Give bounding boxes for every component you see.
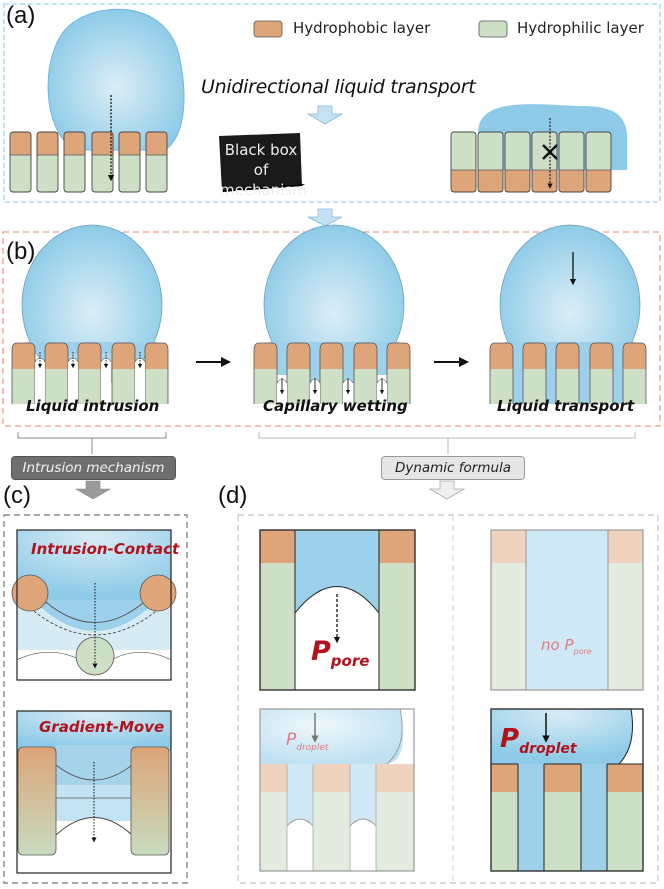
black-box xyxy=(219,133,305,192)
pillar xyxy=(589,342,614,404)
pillar xyxy=(145,131,168,193)
pillar xyxy=(489,342,514,404)
intrusion-contact-diagram xyxy=(11,529,177,681)
stage-diagram-1 xyxy=(11,224,169,404)
pillar xyxy=(77,342,102,404)
pillar xyxy=(36,131,59,193)
pillar xyxy=(585,131,612,193)
p-droplet-diagram xyxy=(490,708,644,872)
pillar xyxy=(555,342,580,404)
panel-a-right-membrane xyxy=(450,131,612,193)
panel-a-down-arrow xyxy=(306,105,344,125)
panel-b-label: (b) xyxy=(6,238,36,265)
panel-a-label: (a) xyxy=(6,2,36,29)
legend-swatch-hydrophilic xyxy=(478,20,508,38)
pillar xyxy=(144,342,169,404)
d-down-arrow xyxy=(428,480,466,500)
gradient-move-title: Gradient-Move xyxy=(39,718,165,736)
gradient-move-diagram xyxy=(16,710,172,874)
stage-label-transport: Liquid transport xyxy=(497,397,635,415)
pillar xyxy=(353,342,378,404)
panel-d-label: (d) xyxy=(218,482,248,509)
panel-c-frame xyxy=(3,514,188,884)
stage-diagram-2 xyxy=(253,224,411,404)
pillar xyxy=(11,342,36,404)
dynamic-formula-tag: Dynamic formula xyxy=(381,456,525,480)
bracket-intrusion xyxy=(17,432,167,454)
c-down-arrow xyxy=(74,480,112,500)
stage-label-intrusion: Liquid intrusion xyxy=(26,397,160,415)
blocked-x-icon xyxy=(542,144,558,160)
p-droplet-faded-main: P xyxy=(286,730,297,750)
intrusion-contact-title: Intrusion-Contact xyxy=(31,540,180,558)
legend-hydrophobic-label: Hydrophobic layer xyxy=(293,19,431,37)
stage-diagram-3 xyxy=(489,224,647,404)
p-droplet-faded-label: Pdroplet xyxy=(286,730,328,753)
no-p-pore-main: no P xyxy=(541,636,574,654)
pillar xyxy=(63,131,86,193)
p-droplet-faded-sub: droplet xyxy=(296,743,329,753)
pillar xyxy=(111,342,136,404)
p-droplet-sub: droplet xyxy=(519,741,577,757)
pillar xyxy=(504,131,531,193)
panel-a-left-membrane xyxy=(9,131,168,193)
pillar xyxy=(253,342,278,404)
p-droplet-main: P xyxy=(500,724,520,754)
black-box-label: Black box of mechanism xyxy=(220,140,307,200)
p-pore-diagram xyxy=(259,529,416,691)
panel-a-frame xyxy=(3,3,661,203)
panel-d-frame xyxy=(237,514,659,884)
pillar xyxy=(450,131,477,193)
unidirectional-title: Unidirectional liquid transport xyxy=(201,76,476,98)
p-pore-main: P xyxy=(311,636,331,667)
bracket-dynamic xyxy=(258,432,636,454)
intrusion-mechanism-tag: Intrusion mechanism xyxy=(11,456,176,480)
legend-hydrophilic-label: Hydrophilic layer xyxy=(517,19,644,37)
p-droplet-faded-diagram xyxy=(259,708,415,872)
pillar xyxy=(386,342,411,404)
p-pore-sub: pore xyxy=(330,652,370,670)
pillar xyxy=(477,131,504,193)
panel-c-label: (c) xyxy=(3,482,31,509)
pillar xyxy=(286,342,311,404)
stage-label-capillary: Capillary wetting xyxy=(263,397,408,415)
pillar xyxy=(522,342,547,404)
pillar xyxy=(44,342,69,404)
a-to-b-arrow xyxy=(307,208,343,227)
legend-swatch-hydrophobic xyxy=(253,20,283,38)
black-box-line-1: Black box of xyxy=(224,141,298,179)
pillar xyxy=(531,131,558,193)
pillar xyxy=(622,342,647,404)
p-droplet-label: Pdroplet xyxy=(500,724,577,757)
p-pore-label: Ppore xyxy=(311,636,369,670)
no-p-pore-diagram xyxy=(490,529,644,691)
pillar xyxy=(558,131,585,193)
no-p-pore-sub: pore xyxy=(573,647,592,656)
pillar xyxy=(9,131,32,193)
pillar xyxy=(319,342,344,404)
panel-b-frame xyxy=(2,231,661,427)
pillar xyxy=(118,131,141,193)
black-box-line-2: mechanism xyxy=(220,181,307,199)
no-p-pore-label: no Ppore xyxy=(541,636,592,656)
panel-a-left-drop xyxy=(47,8,185,151)
pillar xyxy=(91,131,114,193)
